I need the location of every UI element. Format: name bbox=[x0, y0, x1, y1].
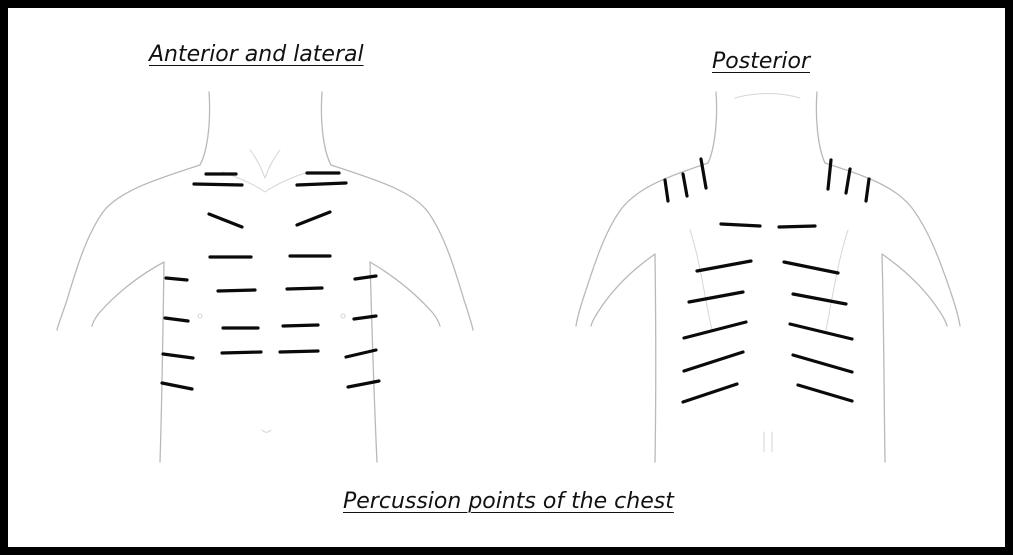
percussion-mark bbox=[784, 262, 838, 273]
percussion-mark bbox=[346, 350, 376, 357]
percussion-mark bbox=[866, 179, 869, 201]
percussion-mark bbox=[283, 325, 318, 326]
percussion-mark bbox=[166, 278, 187, 280]
percussion-mark bbox=[790, 324, 852, 339]
percussion-mark bbox=[297, 183, 346, 185]
percussion-mark bbox=[683, 174, 687, 196]
anterior-torso-sketch bbox=[57, 92, 473, 462]
percussion-mark bbox=[163, 354, 193, 358]
percussion-mark bbox=[355, 276, 376, 279]
percussion-mark bbox=[222, 352, 261, 353]
percussion-mark bbox=[194, 184, 242, 185]
percussion-mark bbox=[280, 351, 318, 352]
anterior-percussion-marks bbox=[162, 173, 379, 389]
percussion-mark bbox=[697, 261, 751, 271]
percussion-mark bbox=[721, 224, 760, 226]
percussion-mark bbox=[779, 226, 815, 227]
percussion-mark bbox=[218, 290, 255, 291]
percussion-mark bbox=[162, 383, 192, 389]
percussion-mark bbox=[297, 212, 330, 225]
percussion-mark bbox=[846, 169, 850, 193]
percussion-mark bbox=[209, 214, 242, 227]
posterior-torso-sketch bbox=[576, 92, 960, 462]
percussion-mark bbox=[684, 352, 743, 371]
percussion-mark bbox=[689, 292, 743, 302]
percussion-mark bbox=[354, 316, 376, 319]
percussion-mark bbox=[793, 294, 846, 304]
percussion-mark bbox=[287, 288, 322, 289]
percussion-mark bbox=[665, 180, 668, 201]
percussion-mark bbox=[683, 384, 737, 402]
percussion-mark bbox=[165, 318, 188, 321]
percussion-mark bbox=[684, 322, 746, 338]
percussion-mark bbox=[793, 355, 852, 372]
posterior-percussion-marks bbox=[665, 159, 869, 402]
percussion-mark bbox=[798, 385, 852, 401]
